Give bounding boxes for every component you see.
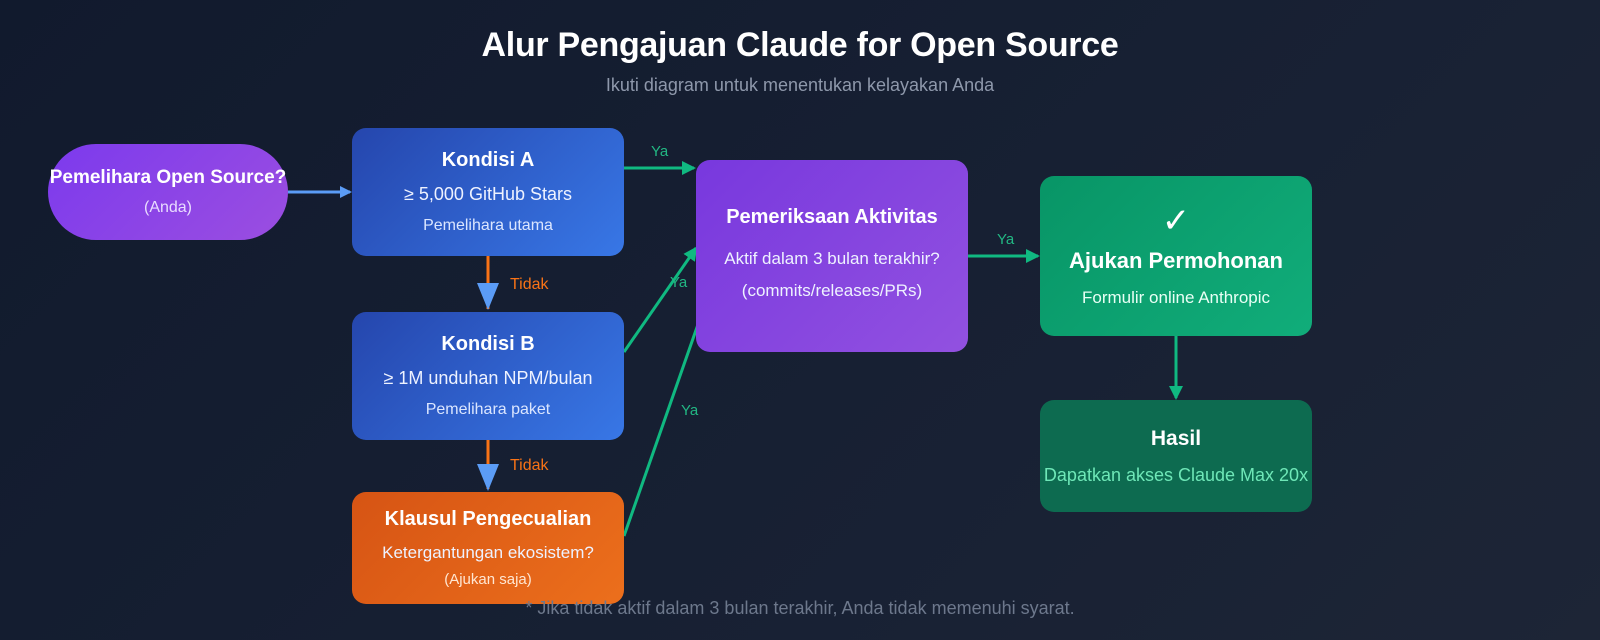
edge-label-b-to-activity: Ya bbox=[670, 274, 688, 291]
node-condition-a-title: Kondisi A bbox=[441, 149, 535, 171]
node-start-sub: (Anda) bbox=[143, 199, 193, 216]
node-activity-line: Aktif dalam 3 bulan terakhir? bbox=[724, 248, 940, 268]
checkmark-icon: ✓ bbox=[1161, 202, 1191, 240]
page-title: Alur Pengajuan Claude for Open Source bbox=[481, 26, 1119, 64]
edge-b-to-exc-arrowhead bbox=[477, 464, 499, 491]
node-condition-b-title: Kondisi B bbox=[441, 333, 535, 355]
node-activity-check: Pemeriksaan Aktivitas Aktif dalam 3 bula… bbox=[696, 160, 968, 352]
node-condition-b-line: ≥ 1M unduhan NPM/bulan bbox=[383, 368, 593, 388]
node-result-sub: Dapatkan akses Claude Max 20x bbox=[1043, 464, 1309, 485]
page-subtitle: Ikuti diagram untuk menentukan kelayakan… bbox=[605, 75, 995, 95]
node-activity-sub: (commits/releases/PRs) bbox=[741, 280, 923, 300]
node-condition-a: Kondisi A ≥ 5,000 GitHub Stars Pemelihar… bbox=[352, 128, 624, 256]
edge-exc-to-activity bbox=[622, 288, 713, 537]
node-result: Hasil Dapatkan akses Claude Max 20x bbox=[1040, 400, 1312, 512]
node-activity-title: Pemeriksaan Aktivitas bbox=[726, 205, 938, 228]
node-exception-sub: (Ajukan saja) bbox=[444, 571, 532, 588]
edge-label-a-to-b: Tidak bbox=[510, 276, 549, 293]
node-result-title: Hasil bbox=[1150, 426, 1202, 450]
node-condition-a-sub: Pemelihara utama bbox=[423, 217, 553, 234]
node-apply: ✓ Ajukan Permohonan Formulir online Anth… bbox=[1040, 176, 1312, 336]
node-exception-title: Klausul Pengecualian bbox=[384, 508, 592, 530]
footnote: * Jika tidak aktif dalam 3 bulan terakhi… bbox=[525, 598, 1075, 618]
edge-label-exc-to-activity: Ya bbox=[681, 402, 699, 419]
edge-label-activity-to-apply: Ya bbox=[997, 231, 1015, 248]
node-condition-b-sub: Pemelihara paket bbox=[425, 401, 551, 418]
node-condition-a-line: ≥ 5,000 GitHub Stars bbox=[404, 184, 572, 204]
node-condition-b: Kondisi B ≥ 1M unduhan NPM/bulan Pemelih… bbox=[352, 312, 624, 440]
node-apply-sub: Formulir online Anthropic bbox=[1081, 288, 1271, 307]
edge-b-to-activity bbox=[622, 246, 698, 353]
node-exception-line: Ketergantungan ekosistem? bbox=[382, 543, 594, 562]
edge-label-a-to-activity: Ya bbox=[651, 143, 669, 160]
edge-label-b-to-exc: Tidak bbox=[510, 457, 549, 474]
node-apply-title: Ajukan Permohonan bbox=[1069, 248, 1283, 273]
edge-a-to-b-arrowhead bbox=[477, 283, 499, 310]
node-start: Pemelihara Open Source? (Anda) bbox=[48, 144, 288, 240]
node-start-title: Pemelihara Open Source? bbox=[49, 167, 287, 188]
node-exception: Klausul Pengecualian Ketergantungan ekos… bbox=[352, 492, 624, 604]
